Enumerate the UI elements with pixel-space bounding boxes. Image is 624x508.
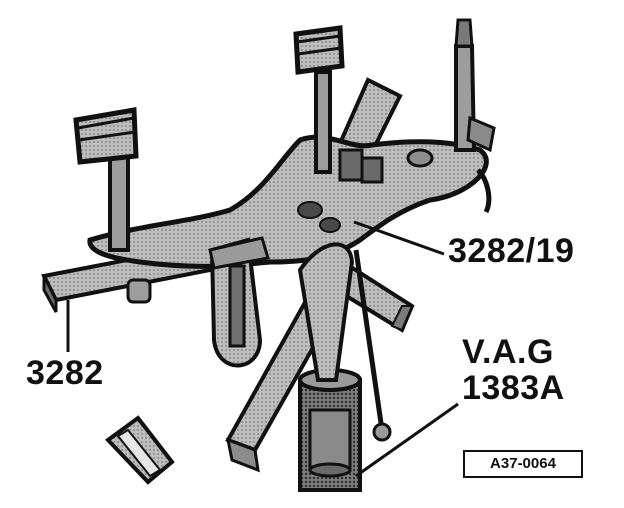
clamp-bracket [208, 236, 270, 368]
leader-1383a [355, 402, 459, 478]
leader-lines [66, 220, 459, 478]
label-transmission-jack: V.A.G 1383A [462, 334, 565, 406]
plate-bolts [338, 148, 384, 184]
support-pin-right [454, 18, 496, 214]
leader-3282-19 [353, 220, 445, 256]
label-jack-line1: V.A.G [462, 333, 554, 371]
transmission-jack-column [298, 368, 362, 492]
center-link [297, 242, 392, 442]
label-jack-line2: 1383A [462, 369, 565, 407]
label-support-tool: 3282 [26, 354, 104, 392]
support-pin-middle [293, 25, 345, 174]
figure-id-badge: A37-0064 [463, 450, 583, 478]
partial-support-bar [104, 415, 175, 485]
support-pin-left [73, 107, 139, 252]
label-adapter-plate: 3282/19 [448, 232, 575, 270]
